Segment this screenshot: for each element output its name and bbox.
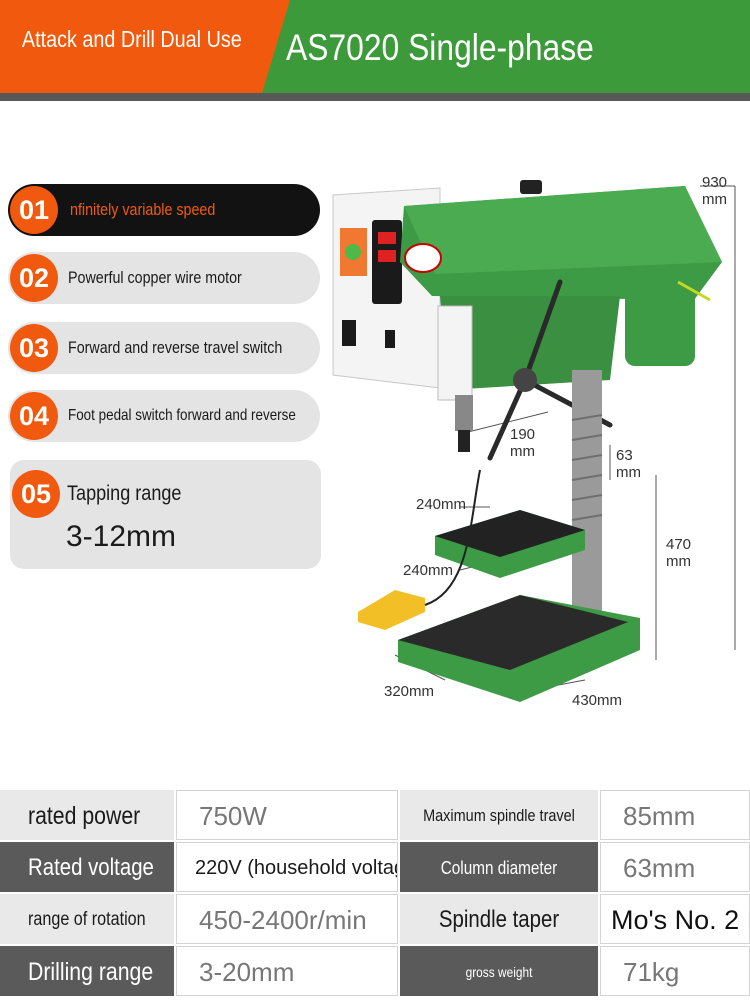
dim-table-width: 240mm — [416, 496, 467, 513]
spec-value: 71kg — [600, 946, 750, 996]
dim-table-depth: 240mm — [403, 562, 454, 579]
spec-label: Column diameter — [400, 842, 598, 892]
header-right-title: AS7020 Single-phase — [286, 27, 594, 68]
dim-base-width: 320mm — [384, 683, 435, 700]
header-left-title: Attack and Drill Dual Use — [21, 26, 242, 52]
header-orange-panel — [0, 0, 290, 93]
spec-value: 3-20mm — [176, 946, 398, 996]
header-divider — [0, 93, 750, 101]
spec-value: 450-2400r/min — [176, 894, 398, 944]
spec-value: 220V (household voltage) — [176, 842, 398, 892]
feature-1: 01 nfinitely variable speed — [8, 184, 320, 236]
spec-value: 63mm — [600, 842, 750, 892]
feature-5: 05 Tapping range 3-12mm — [10, 460, 321, 569]
feature-number: 05 — [12, 470, 60, 518]
spec-label: Spindle taper — [400, 894, 598, 944]
spec-label: Drilling range — [0, 946, 174, 996]
dim-column: 63 mm — [616, 447, 641, 481]
feature-value: 3-12mm — [66, 520, 177, 553]
feature-text: Tapping range — [67, 482, 182, 505]
feature-number: 02 — [10, 254, 58, 302]
dim-table-height: 470 mm — [666, 536, 692, 570]
spec-value: Mo's No. 2 B16 — [600, 894, 750, 944]
spec-label: Maximum spindle travel — [400, 790, 598, 840]
header-banner: Attack and Drill Dual Use AS7020 Single-… — [0, 0, 750, 101]
drill-press-illustration — [332, 180, 736, 702]
feature-text: Foot pedal switch forward and reverse — [68, 407, 296, 424]
feature-number: 03 — [10, 324, 58, 372]
dim-base-depth: 430mm — [572, 692, 623, 709]
spec-value: 750W — [176, 790, 398, 840]
dim-throat: 190 mm — [510, 426, 536, 460]
feature-3: 03 Forward and reverse travel switch — [8, 322, 320, 374]
feature-2: 02 Powerful copper wire motor — [8, 252, 320, 304]
feature-number: 01 — [10, 186, 58, 234]
spec-label: Rated voltage — [0, 842, 174, 892]
feature-number: 04 — [10, 392, 58, 440]
feature-text: Forward and reverse travel switch — [68, 338, 283, 357]
spec-label: rated power — [0, 790, 174, 840]
spec-value: 85mm — [600, 790, 750, 840]
spec-table: rated power 750W Maximum spindle travel … — [0, 788, 750, 1000]
spec-label: range of rotation — [0, 894, 174, 944]
feature-text: nfinitely variable speed — [70, 200, 216, 219]
dim-height: 930 mm — [702, 174, 728, 208]
feature-text: Powerful copper wire motor — [68, 268, 242, 287]
feature-4: 04 Foot pedal switch forward and reverse — [8, 390, 320, 442]
spec-label: gross weight — [400, 946, 598, 996]
